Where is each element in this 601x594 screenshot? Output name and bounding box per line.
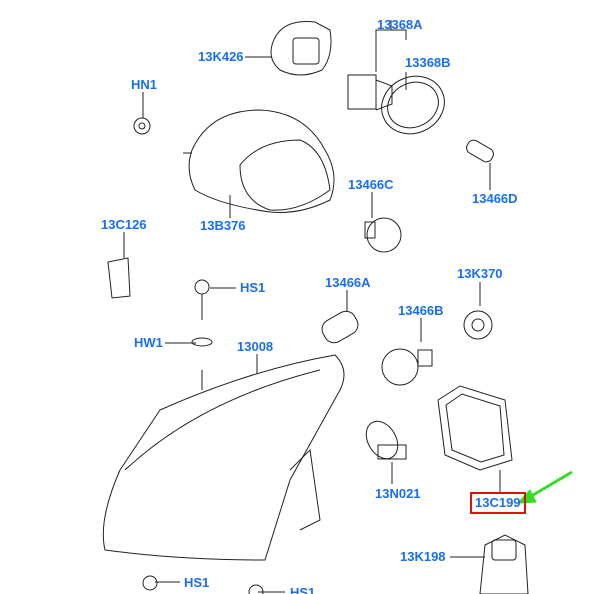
part-13k198-drawing: [479, 534, 529, 594]
part-hs1-bottom-drawing: [142, 575, 264, 594]
part-13466d-drawing: [466, 139, 494, 163]
label-13368b[interactable]: 13368B: [405, 55, 451, 70]
part-13k370-drawing: [463, 310, 493, 340]
label-13466a[interactable]: 13466A: [325, 275, 371, 290]
part-13b376-drawing: [183, 109, 335, 213]
part-hw1-drawing: [191, 337, 213, 347]
part-hs1-screw-drawing: [194, 279, 210, 320]
label-hs1-bottom-right[interactable]: HS1: [290, 585, 316, 594]
label-13466d[interactable]: 13466D: [472, 191, 518, 206]
label-13368a[interactable]: 13368A: [377, 17, 423, 32]
label-13c199-highlighted[interactable]: 13C199: [470, 492, 526, 514]
part-13c199-drawing: [437, 385, 513, 471]
part-13k426-drawing: [270, 20, 332, 76]
part-13466c-drawing: [364, 217, 402, 253]
part-hn1-drawing: [133, 117, 151, 135]
label-hs1[interactable]: HS1: [240, 280, 266, 295]
part-13n021-drawing: [365, 420, 407, 460]
part-13c126-drawing: [107, 257, 131, 299]
part-13008-drawing: [102, 354, 345, 561]
green-arrow-icon: [516, 470, 573, 504]
label-hs1-bottom-left[interactable]: HS1: [184, 575, 210, 590]
label-13008[interactable]: 13008: [237, 339, 274, 354]
part-13466a-drawing: [321, 310, 359, 344]
label-13c126[interactable]: 13C126: [101, 217, 147, 232]
leader-lines: [123, 20, 501, 593]
label-13k198[interactable]: 13K198: [400, 549, 446, 564]
label-13n021[interactable]: 13N021: [375, 486, 421, 501]
label-13b376[interactable]: 13B376: [200, 218, 246, 233]
label-hn1[interactable]: HN1: [131, 77, 158, 92]
label-13k370[interactable]: 13K370: [457, 266, 503, 281]
part-13368-drawing: [347, 74, 445, 135]
part-13466b-drawing: [381, 348, 433, 386]
label-hw1[interactable]: HW1: [134, 335, 163, 350]
label-13466b[interactable]: 13466B: [398, 303, 444, 318]
label-13k426[interactable]: 13K426: [198, 49, 244, 64]
label-13466c[interactable]: 13466C: [348, 177, 394, 192]
